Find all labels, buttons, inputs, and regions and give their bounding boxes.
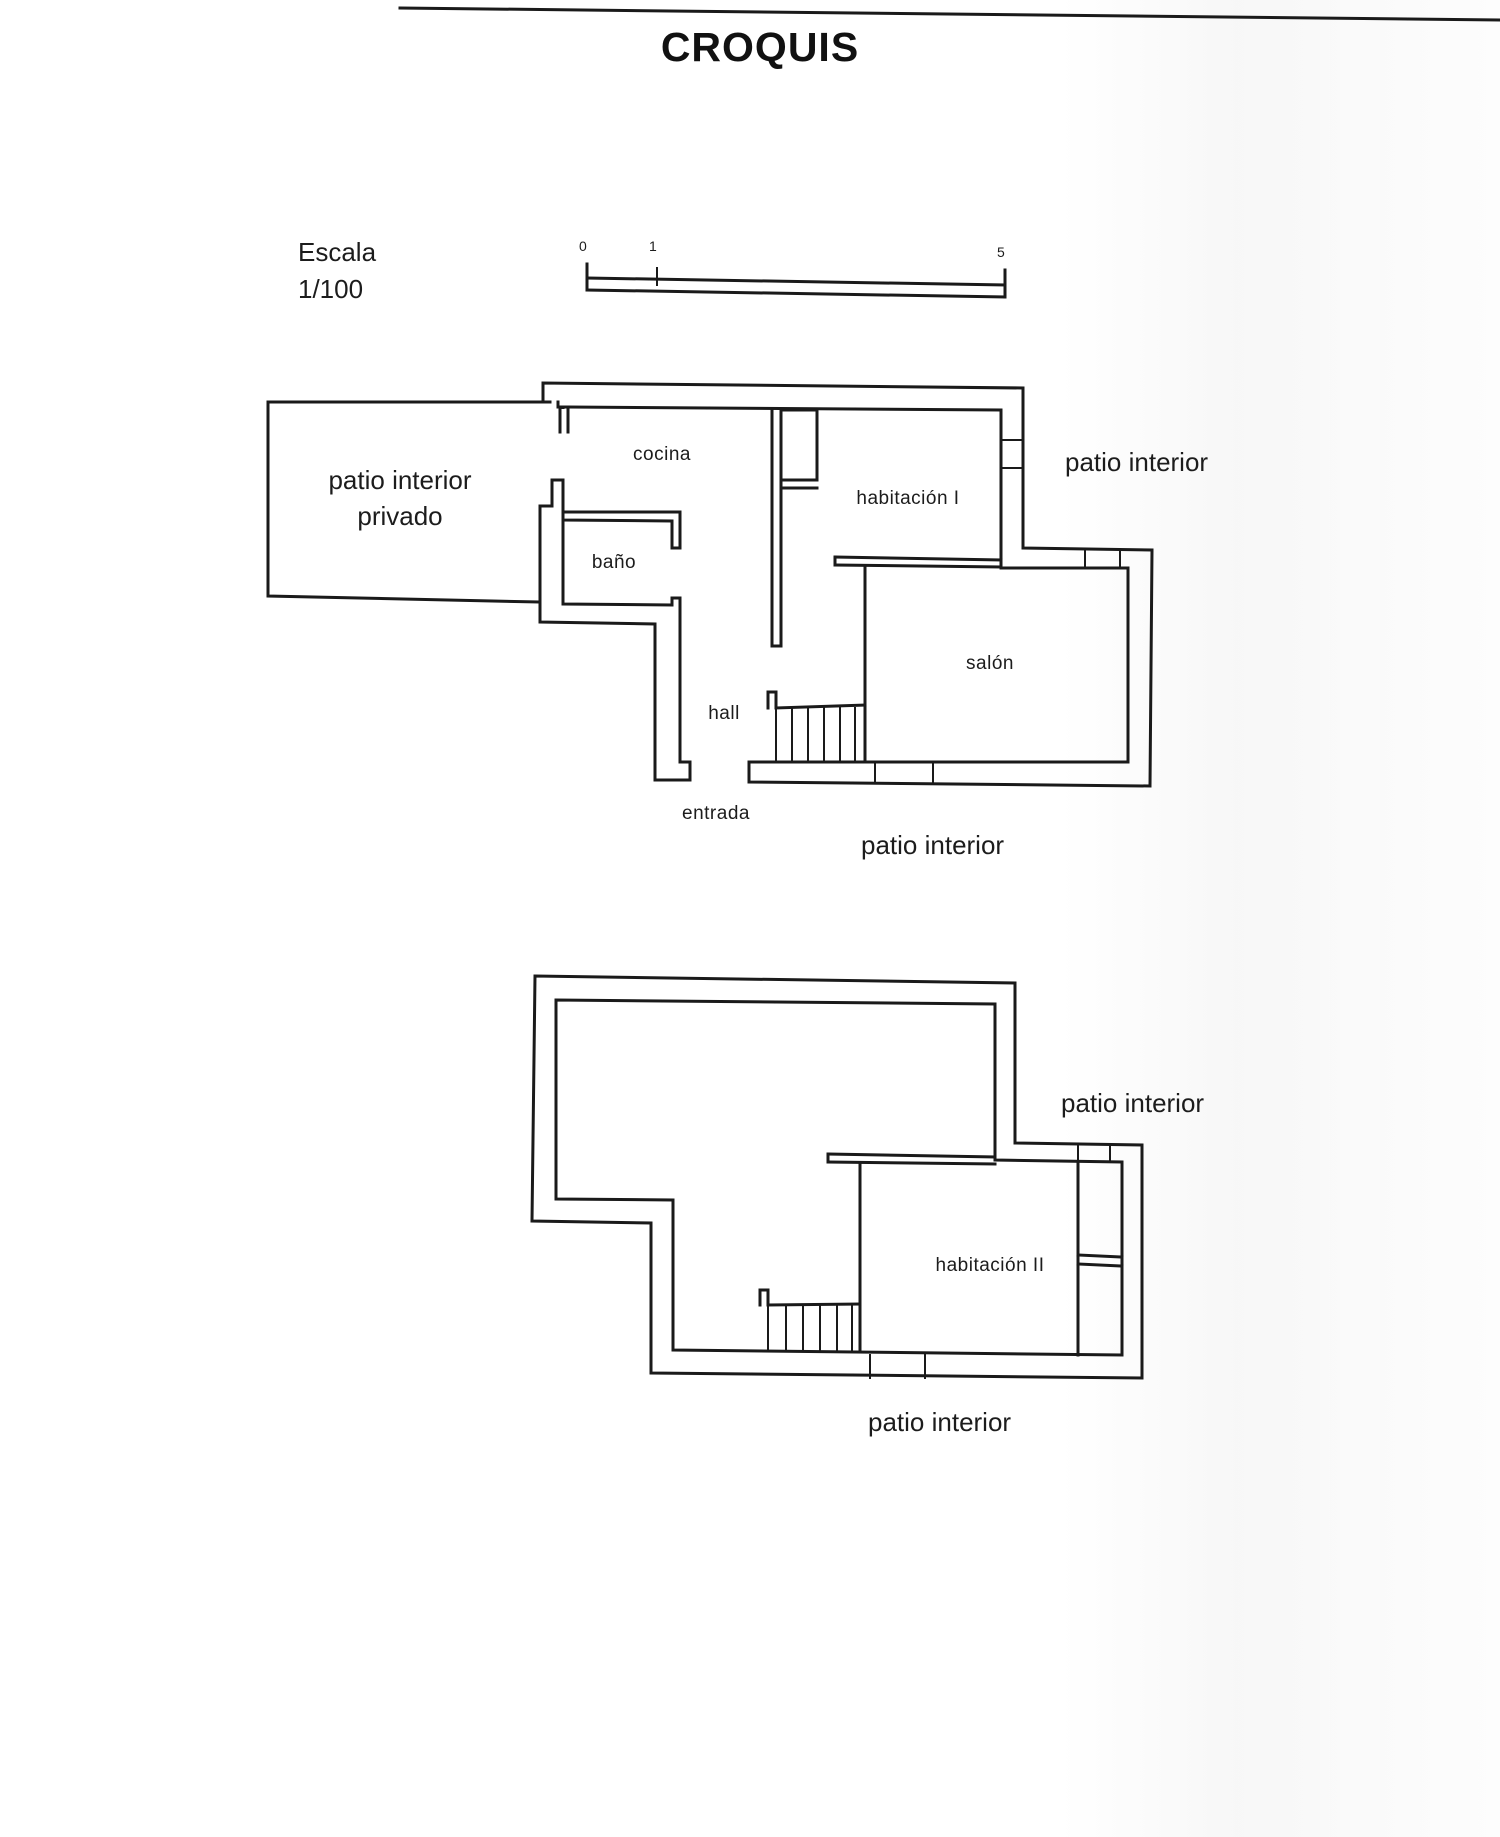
room-label-private-patio-line1: patio interior bbox=[328, 465, 472, 495]
ground-floor-plan bbox=[268, 383, 1152, 786]
room-label-bedroom-1: habitación I bbox=[856, 488, 960, 509]
upper-floor-patio-right-label: patio interior bbox=[1061, 1088, 1205, 1118]
room-label-bedroom-2: habitación II bbox=[935, 1255, 1045, 1276]
scale-label: Escala bbox=[298, 237, 377, 267]
page-top-edge bbox=[400, 8, 1500, 20]
ground-floor-patio-right-label: patio interior bbox=[1065, 447, 1209, 477]
bathroom-walls bbox=[540, 480, 690, 780]
scale-tick-0: 0 bbox=[579, 238, 587, 254]
page-title: CROQUIS bbox=[660, 24, 860, 70]
room-label-private-patio-line2: privado bbox=[357, 501, 443, 531]
private-patio-outline bbox=[268, 402, 550, 602]
upper-floor-outer-wall bbox=[532, 976, 1142, 1378]
room-label-entrance: entrada bbox=[682, 803, 750, 824]
room-label-living-room: salón bbox=[966, 653, 1014, 674]
ground-floor-patio-bottom-label: patio interior bbox=[861, 830, 1005, 860]
scale-tick-5: 5 bbox=[997, 244, 1005, 260]
room-label-hall: hall bbox=[708, 703, 740, 724]
ground-floor-outer-wall bbox=[543, 383, 1152, 786]
page-shadow bbox=[1060, 0, 1500, 1837]
scale-ratio: 1/100 bbox=[298, 274, 364, 304]
upper-floor-plan bbox=[532, 976, 1142, 1378]
scale-tick-1: 1 bbox=[649, 238, 657, 254]
upper-floor-patio-bottom-label: patio interior bbox=[868, 1407, 1012, 1437]
scale-bar bbox=[587, 264, 1005, 297]
room-label-kitchen: cocina bbox=[633, 444, 691, 465]
room-label-bathroom: baño bbox=[591, 552, 637, 573]
